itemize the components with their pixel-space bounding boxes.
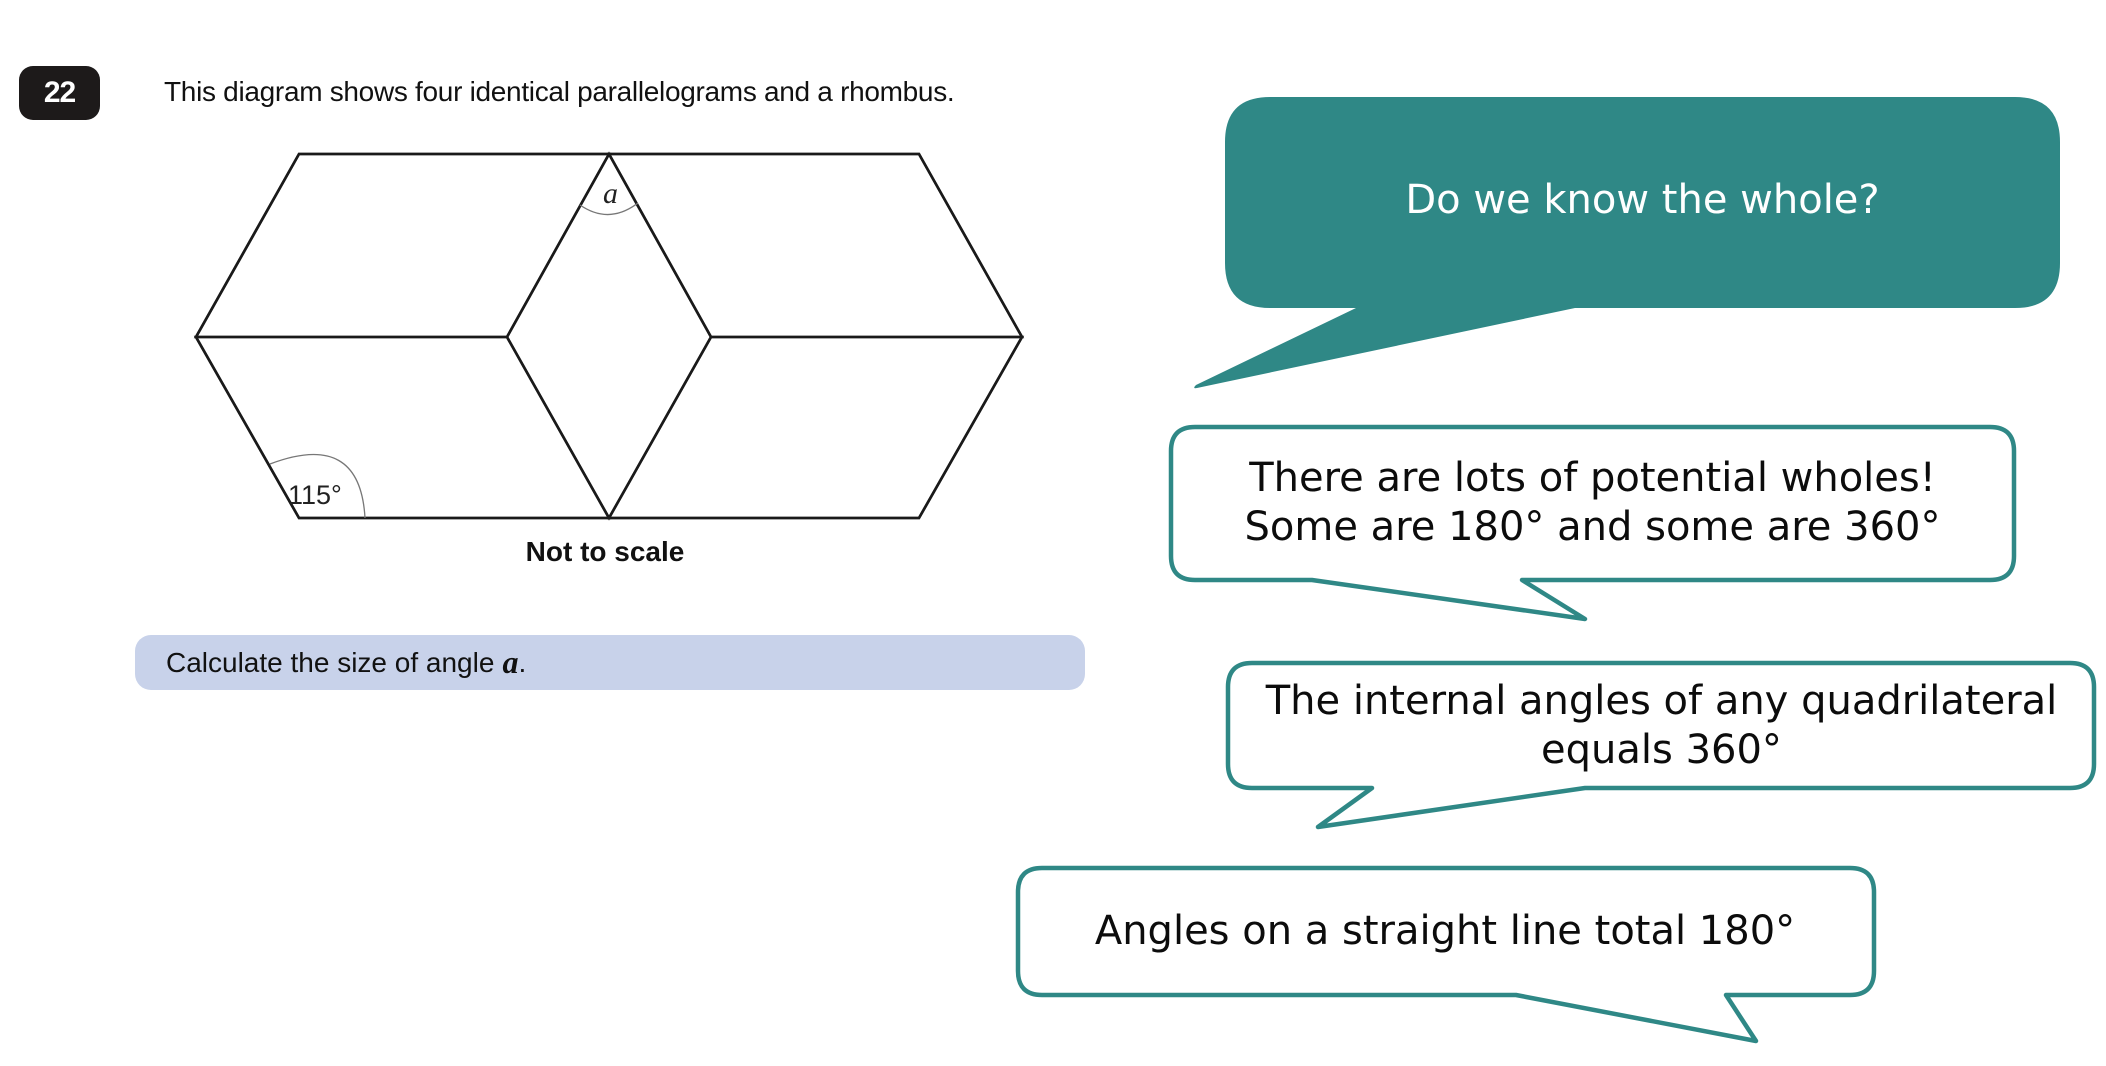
parallelogram-rhombus-diagram: a 115° <box>193 151 1025 521</box>
speech-bubble-3-shape <box>1225 660 2097 830</box>
question-number: 22 <box>43 76 76 109</box>
speech-bubble-2-line1: There are lots of potential wholes! <box>1249 454 1936 501</box>
angle-a-arc <box>579 202 639 216</box>
speech-bubble-3-line1: The internal angles of any quadrilateral <box>1265 677 2058 724</box>
speech-bubble-3-line2: equals 360° <box>1541 726 1782 773</box>
task-suffix: . <box>518 646 527 678</box>
question-intro: This diagram shows four identical parall… <box>164 76 955 107</box>
angle-a-label: a <box>603 177 618 210</box>
speech-bubble-4-shape <box>1015 865 1877 1044</box>
task-instruction-box: Calculate the size of angle a . <box>135 635 1085 690</box>
speech-bubble-1: Do we know the whole? <box>1225 160 2060 240</box>
speech-bubble-2: There are lots of potential wholes! Some… <box>1170 440 2015 565</box>
task-variable: a <box>502 644 519 680</box>
speech-bubble-1-shape <box>1194 97 2060 389</box>
speech-bubble-1-text: Do we know the whole? <box>1405 176 1880 223</box>
task-prefix: Calculate the size of angle <box>166 646 495 678</box>
speech-bubble-4-text: Angles on a straight line total 180° <box>1094 907 1796 954</box>
question-number-badge: 22 <box>19 66 100 120</box>
speech-bubble-2-line2: Some are 180° and some are 360° <box>1244 503 1941 550</box>
not-to-scale-caption: Not to scale <box>525 536 685 567</box>
angle-115-label: 115° <box>288 480 342 510</box>
speech-bubble-4: Angles on a straight line total 180° <box>1016 895 1874 967</box>
angle-115-arc <box>269 453 366 519</box>
speech-bubble-3: The internal angles of any quadrilateral… <box>1227 668 2096 783</box>
speech-bubble-2-shape <box>1168 424 2017 622</box>
rhombus <box>505 151 713 521</box>
